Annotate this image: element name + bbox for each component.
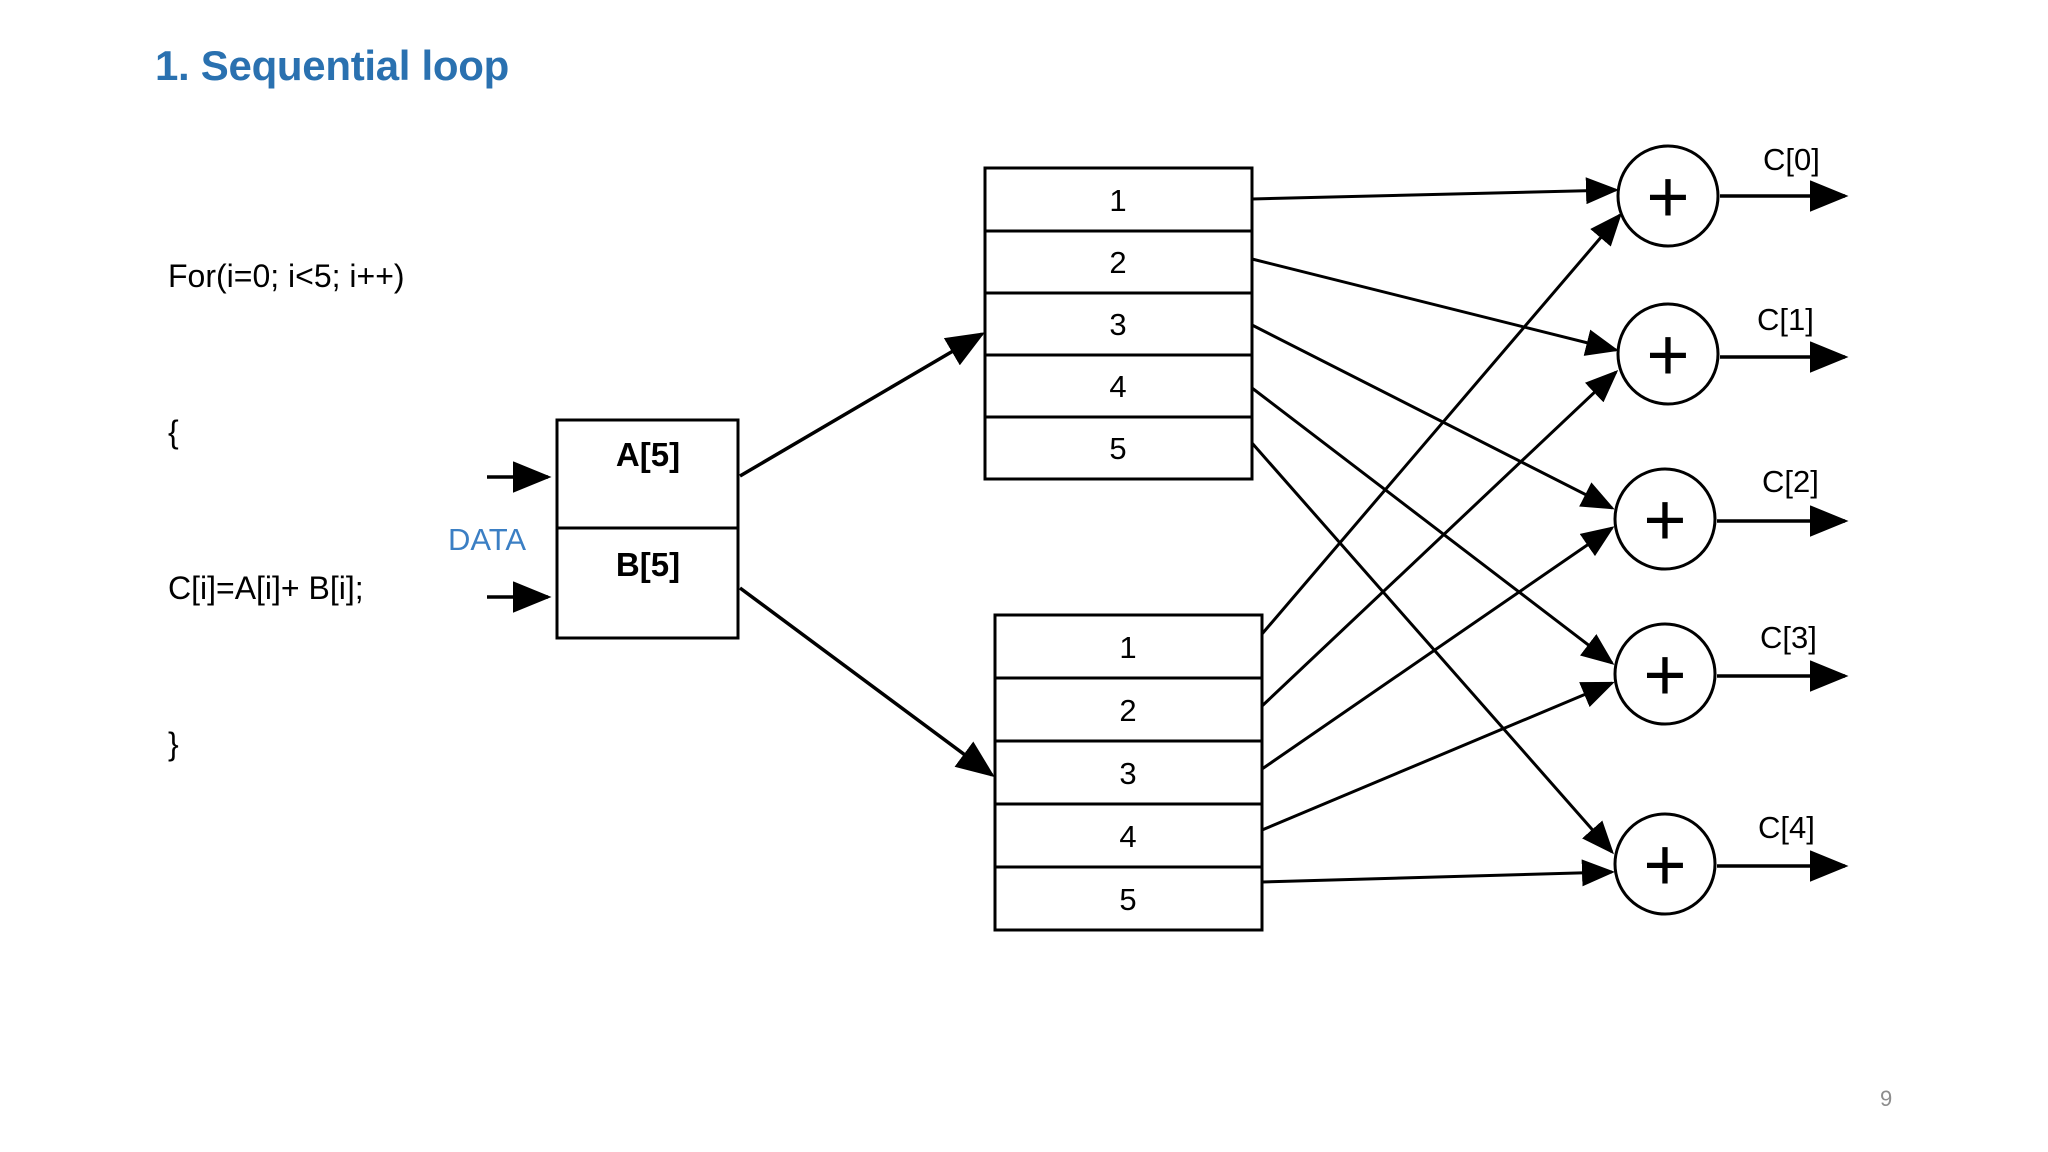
output-label-c3: C[3] (1760, 620, 1817, 655)
array-b-cell (993, 613, 1264, 680)
array-a-cell (983, 353, 1254, 419)
adder-1: + C[1] (1616, 302, 1849, 406)
code-line: } (168, 726, 179, 762)
array-b-cell (993, 676, 1264, 743)
conn-b4-to-adder4 (1261, 681, 1615, 832)
array-b-cell-label: 1 (1119, 630, 1136, 665)
memory-label-a: A[5] (616, 436, 680, 473)
array-b-cell-label: 5 (1119, 882, 1136, 917)
data-input-label: DATA (448, 522, 526, 557)
conn-a5-to-adder5 (1250, 442, 1614, 855)
output-label-c4: C[4] (1758, 810, 1815, 845)
adder-circle (1613, 812, 1717, 916)
conn-a1-to-adder1 (1251, 177, 1619, 205)
adder-circle (1613, 467, 1717, 571)
array-a-cell-label: 2 (1109, 245, 1126, 280)
array-b: 1 2 3 4 5 (993, 613, 1264, 932)
array-a-cell-label: 5 (1109, 431, 1126, 466)
array-a: 1 2 3 4 5 (983, 166, 1254, 481)
conn-b3-to-adder3 (1261, 526, 1615, 771)
array-a-cell-label: 3 (1109, 307, 1126, 342)
array-a-cell-label: 4 (1109, 369, 1126, 404)
output-label-c2: C[2] (1762, 464, 1819, 499)
conn-a2-to-adder2 (1251, 257, 1619, 356)
adder-4: + C[4] (1613, 810, 1849, 916)
array-a-cell-label: 1 (1109, 183, 1126, 218)
memory-label-b: B[5] (616, 546, 680, 583)
array-b-cell (993, 865, 1264, 932)
memory-cell-b (555, 526, 740, 640)
conn-a3-to-adder3 (1251, 323, 1615, 510)
adder-circle (1616, 302, 1720, 406)
plus-icon: + (1643, 633, 1686, 716)
plus-icon: + (1643, 478, 1686, 561)
conn-b1-to-adder1 (1260, 212, 1622, 635)
conn-a4-to-adder4 (1251, 386, 1615, 665)
page-number: 9 (1880, 1086, 1893, 1111)
arrow-memory-to-array-b (738, 586, 995, 778)
plus-icon: + (1643, 823, 1686, 906)
conn-b2-to-adder2 (1260, 369, 1619, 708)
adder-circle (1616, 144, 1720, 248)
adder-0: + C[0] (1616, 142, 1849, 248)
array-b-cell (993, 802, 1264, 869)
array-b-cell-label: 3 (1119, 756, 1136, 791)
adder-circle (1613, 622, 1717, 726)
array-a-cell (983, 415, 1254, 481)
adder-3: + C[3] (1613, 620, 1849, 726)
conn-b5-to-adder5 (1261, 859, 1615, 887)
page-title: 1. Sequential loop (155, 42, 509, 89)
plus-icon: + (1646, 155, 1689, 238)
code-line: { (168, 414, 179, 450)
code-line: For(i=0; i<5; i++) (168, 258, 405, 294)
code-line: C[i]=A[i]+ B[i]; (168, 570, 364, 606)
output-label-c1: C[1] (1757, 302, 1814, 337)
array-a-cell (983, 166, 1254, 233)
array-b-cell-label: 2 (1119, 693, 1136, 728)
plus-icon: + (1646, 313, 1689, 396)
array-b-cell-label: 4 (1119, 819, 1136, 854)
arrow-memory-to-array-a (739, 332, 986, 478)
adder-2: + C[2] (1613, 464, 1849, 571)
code-snippet: For(i=0; i<5; i++) { C[i]=A[i]+ B[i]; } (168, 146, 405, 874)
output-label-c0: C[0] (1763, 142, 1820, 177)
